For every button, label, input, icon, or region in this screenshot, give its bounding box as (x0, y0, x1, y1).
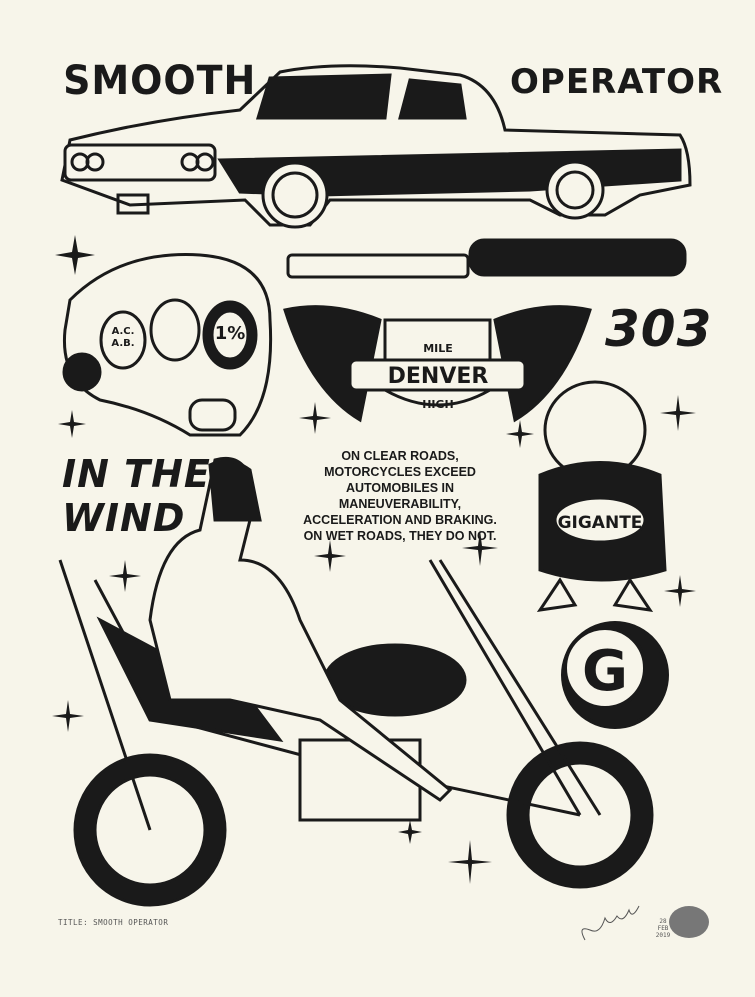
gigante-label: GIGANTE (558, 513, 643, 533)
monogram-letter: G (582, 639, 628, 704)
woman-on-chopper-motorcycle-drawing (58, 457, 654, 907)
badge-text-mile: MILE (423, 342, 453, 355)
in-the-line: IN THE (62, 452, 211, 496)
sparkle-stars (52, 235, 696, 884)
in-the-wind-text: IN THE WIND (62, 452, 211, 540)
comb-switchblade-drawing (286, 238, 687, 279)
motorcycle-quote: ON CLEAR ROADS, MOTORCYCLES EXCEED AUTOM… (303, 449, 497, 543)
ring-text-one-percent: 1% (214, 323, 246, 344)
ring-text-acab: A.C. A.B. (111, 326, 135, 349)
el-camino-car-drawing (60, 64, 692, 229)
wind-line: WIND (62, 496, 186, 540)
date-day: 28 (659, 918, 667, 925)
thumbprint (669, 906, 709, 938)
smooth-headline: SMOOTH (63, 58, 257, 104)
badge-text-high: HIGH (422, 398, 454, 411)
artist-signature (581, 905, 640, 941)
operator-headline: OPERATOR (510, 62, 724, 102)
area-code-303: 303 (605, 300, 713, 358)
fist-with-rings-drawing (62, 253, 273, 437)
g-monogram: G (561, 621, 669, 729)
date-year: 2019 (655, 932, 671, 939)
gigante-chick-mascot: GIGANTE (536, 380, 667, 612)
date-month: FEB (657, 925, 669, 932)
signature-date: 28 FEB 2019 (652, 918, 674, 939)
title-caption: TITLE: SMOOTH OPERATOR (58, 918, 169, 927)
badge-text-denver: DENVER (388, 364, 489, 389)
mile-high-denver-wings-badge: MILE DENVER HIGH (283, 305, 592, 423)
